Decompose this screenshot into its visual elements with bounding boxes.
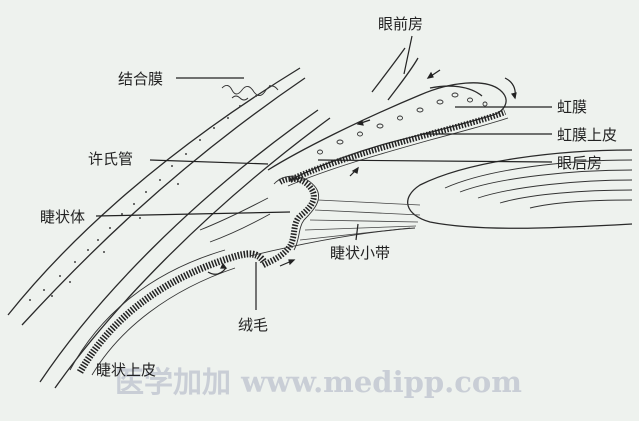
label-ciliary-body: 睫状体 [40,208,291,226]
label-villi: 绒毛 [238,262,268,334]
svg-text:睫状上皮: 睫状上皮 [96,361,156,379]
label-schlemm-canal: 许氏管 [88,150,269,168]
ciliary-body [199,175,421,269]
lens [407,149,633,229]
label-anterior-chamber: 眼前房 [378,15,423,75]
sclera-outer-band [7,67,331,389]
label-ciliary-epithelium: 睫状上皮 [96,361,156,379]
label-posterior-chamber: 眼后房 [317,154,602,172]
label-iris-epithelium: 虹膜上皮 [420,126,617,144]
cornea-inner [371,47,419,101]
iris-structure [267,82,509,187]
svg-text:虹膜: 虹膜 [557,98,587,116]
ciliary-epithelium [69,227,416,376]
svg-text:虹膜上皮: 虹膜上皮 [557,126,617,144]
conjunctiva-stipple [29,85,271,301]
watermark: 医学加加 www.medipp.com [115,365,522,399]
svg-text:许氏管: 许氏管 [88,150,133,168]
svg-text:结合膜: 结合膜 [118,70,163,88]
svg-text:睫状体: 睫状体 [40,208,85,226]
label-conjunctiva: 结合膜 [118,70,244,88]
svg-text:绒毛: 绒毛 [238,316,268,334]
svg-text:睫状小带: 睫状小带 [330,244,390,262]
svg-text:眼前房: 眼前房 [378,15,423,33]
label-iris: 虹膜 [455,98,587,116]
flow-arrows [207,69,517,275]
label-zonule: 睫状小带 [330,223,390,262]
svg-text:眼后房: 眼后房 [557,154,602,172]
